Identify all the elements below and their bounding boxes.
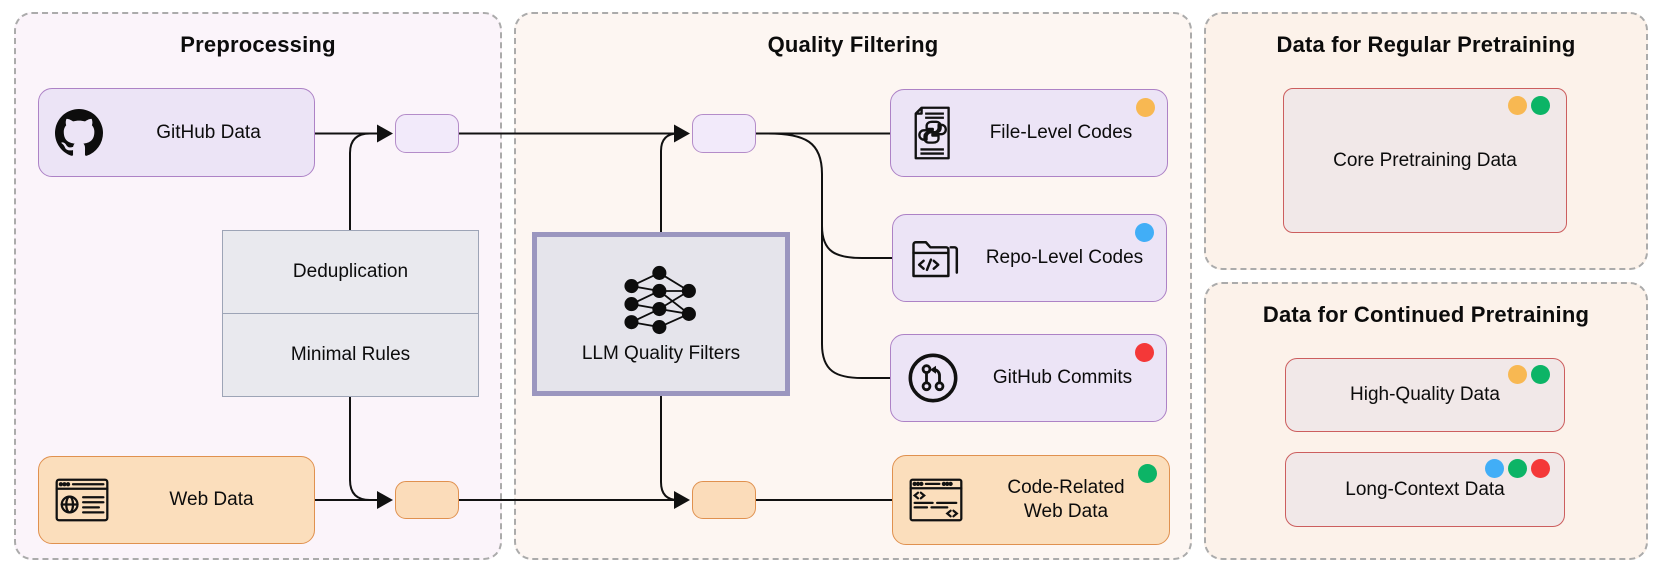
web-browser-icon [55, 476, 109, 524]
github-commits-box: GitHub Commits [890, 334, 1167, 422]
llm-quality-filters-box: LLM Quality Filters [532, 232, 790, 396]
code-related-web-data-label: Code-Related Web Data [1007, 477, 1125, 522]
repo-level-dots [1135, 223, 1154, 242]
web-data-label: Web Data [169, 489, 254, 511]
code-browser-icon [909, 476, 963, 524]
status-dot-orange [1136, 98, 1155, 117]
status-dot-green [1531, 96, 1550, 115]
github-commits-label: GitHub Commits [992, 367, 1133, 389]
status-dot-blue [1135, 223, 1154, 242]
core-pretraining-dots [1508, 96, 1550, 115]
core-pretraining-data-box: Core Pretraining Data [1283, 88, 1567, 233]
repo-level-codes-box: Repo-Level Codes [892, 214, 1167, 302]
junction-web-stream-1 [395, 481, 459, 519]
github-icon [55, 108, 103, 157]
rule-filter-stack: Deduplication Minimal Rules [222, 230, 479, 397]
file-level-codes-label: File-Level Codes [989, 122, 1133, 144]
minimal-rules-box: Minimal Rules [223, 313, 478, 396]
github-commits-dots [1135, 343, 1154, 362]
high-quality-data-label: High-Quality Data [1350, 384, 1500, 405]
deduplication-box: Deduplication [292, 261, 409, 282]
panel-title-quality-filtering: Quality Filtering [767, 32, 939, 57]
code-folder-icon [909, 235, 963, 281]
code-related-web-data-box: Code-Related Web Data [892, 455, 1170, 545]
github-data-box: GitHub Data [38, 88, 315, 177]
long-context-dots [1485, 459, 1550, 478]
web-data-box: Web Data [38, 456, 315, 544]
core-pretraining-data-label: Core Pretraining Data [1333, 149, 1517, 171]
long-context-data-label: Long-Context Data [1345, 478, 1505, 500]
panel-title-continued-pretraining: Data for Continued Pretraining [1262, 302, 1590, 327]
high-quality-dots [1508, 365, 1550, 384]
junction-web-stream-2 [692, 481, 756, 519]
panel-title-regular-pretraining: Data for Regular Pretraining [1276, 32, 1576, 57]
status-dot-red [1531, 459, 1550, 478]
status-dot-red [1135, 343, 1154, 362]
file-level-dots [1136, 98, 1155, 117]
junction-github-stream-2 [692, 114, 756, 153]
panel-title-preprocessing: Preprocessing [180, 32, 336, 57]
code-related-web-data-dots [1138, 464, 1157, 483]
status-dot-orange [1508, 96, 1527, 115]
long-context-data-box: Long-Context Data [1285, 452, 1565, 527]
status-dot-blue [1485, 459, 1504, 478]
high-quality-data-box: High-Quality Data [1285, 358, 1565, 432]
python-file-icon [907, 106, 955, 160]
neural-network-icon [620, 263, 702, 337]
repo-level-codes-label: Repo-Level Codes [985, 247, 1144, 269]
llm-quality-filters-label: LLM Quality Filters [581, 343, 741, 364]
github-data-label: GitHub Data [156, 121, 261, 143]
status-dot-orange [1508, 365, 1527, 384]
file-level-codes-box: File-Level Codes [890, 89, 1168, 177]
status-dot-green [1138, 464, 1157, 483]
status-dot-green [1531, 365, 1550, 384]
status-dot-green [1508, 459, 1527, 478]
junction-github-stream-1 [395, 114, 459, 153]
git-commits-icon [907, 352, 959, 404]
